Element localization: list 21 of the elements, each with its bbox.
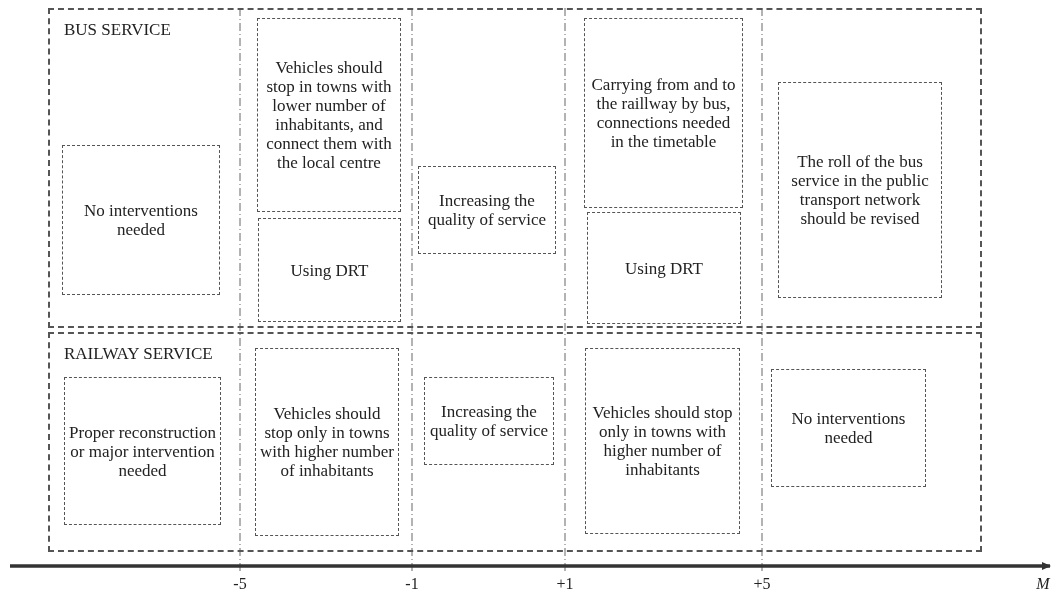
tick-label: -5 (233, 575, 247, 593)
measure-box: No interventions needed (771, 369, 926, 487)
tick-label: +1 (556, 575, 574, 593)
panel-heading: RAILWAY SERVICE (64, 344, 213, 364)
tick-label: +5 (753, 575, 771, 593)
measure-box: Vehicles should stop only in towns with higher number of inhabitants (255, 348, 399, 536)
measure-box: Increasing the quality of service (424, 377, 554, 465)
tick-label: -1 (405, 575, 419, 593)
service-panel (48, 8, 982, 328)
service-panel (48, 332, 982, 552)
measure-box: Increasing the quality of service (418, 166, 556, 254)
measure-box: Vehicles should stop in towns with lower number of inhabitants, and connect them with the local centre (257, 18, 401, 212)
measure-box: The roll of the bus service in the public transport network should be revised (778, 82, 942, 298)
panel-heading: BUS SERVICE (64, 20, 171, 40)
measure-box: Using DRT (258, 218, 401, 322)
measure-box: Carrying from and to the raillway by bus, connections needed in the timetable (584, 18, 743, 208)
axis-label: M (1036, 575, 1050, 593)
measure-box: Proper reconstruction or major intervention needed (64, 377, 221, 525)
measure-box: Using DRT (587, 212, 741, 324)
measure-box: No interventions needed (62, 145, 220, 295)
measure-box: Vehicles should stop only in towns with higher number of inhabitants (585, 348, 740, 534)
